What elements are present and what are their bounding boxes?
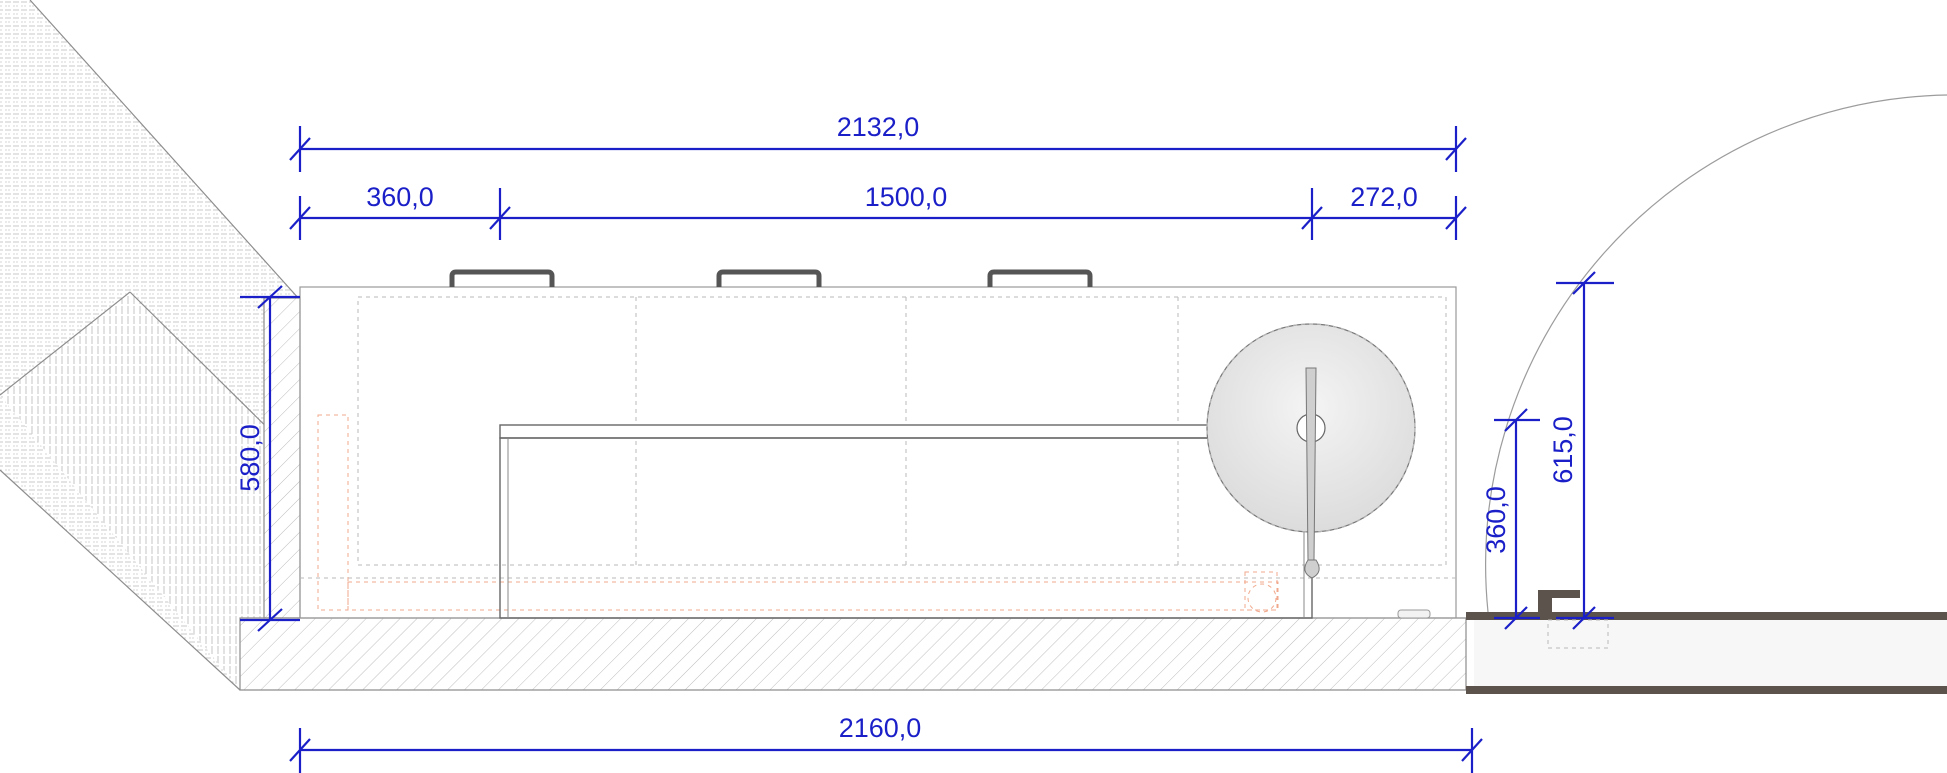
angled-wall — [0, 0, 301, 691]
shower-head — [1206, 323, 1416, 579]
dimension-lines — [240, 126, 1614, 773]
dim-left-height: 580,0 — [235, 424, 265, 492]
dim-seg-right: 272,0 — [1350, 182, 1418, 212]
drain — [1397, 609, 1431, 619]
dim-bottom-total: 2160,0 — [839, 713, 922, 743]
dim-top-total: 2132,0 — [837, 112, 920, 142]
cabinet-handles — [449, 269, 1093, 287]
cabinet-inner-dashed — [357, 296, 1447, 566]
floor-slab — [239, 617, 1467, 691]
dim-seg-left: 360,0 — [366, 182, 434, 212]
doorway — [1466, 94, 1947, 694]
plumbing-lines — [317, 414, 1279, 613]
dim-seg-middle: 1500,0 — [865, 182, 948, 212]
dim-right-low: 360,0 — [1481, 486, 1511, 554]
dim-right-high: 615,0 — [1548, 416, 1578, 484]
